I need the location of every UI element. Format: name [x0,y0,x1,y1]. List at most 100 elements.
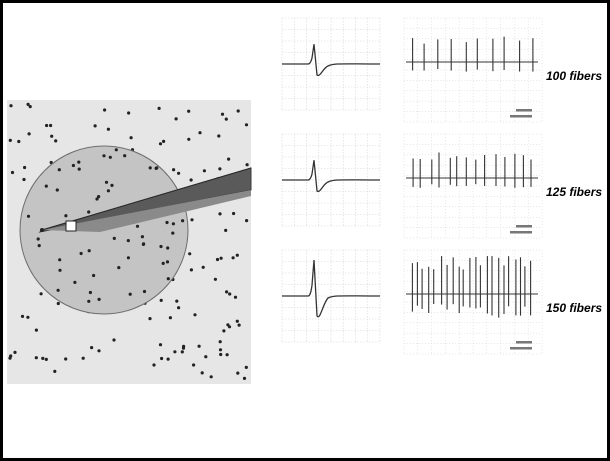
fiber-dot [158,343,163,347]
fiber-dot [28,105,32,109]
needle-tip-dot [40,228,44,232]
fiber-dot [9,354,13,358]
fiber-dot [232,211,236,216]
fiber-dot [97,297,101,301]
fiber-dot [148,317,152,321]
fiber-dot [204,355,208,359]
fiber-dot [165,260,170,264]
fiber-dot [174,117,178,121]
fiber-dot [103,108,107,112]
fiber-count-label: 100 fibers [546,69,603,83]
fiber-dot [159,244,163,249]
fiber-dot [152,363,156,367]
fiber-dot [34,356,38,360]
fiber-dot [157,106,161,110]
fiber-dot [220,112,225,116]
fiber-dot [112,338,116,342]
fiber-dot [165,220,169,225]
fiber-dot [44,184,48,188]
fiber-dot [64,357,68,361]
fiber-dot [190,218,194,222]
fiber-dot [90,346,94,350]
fiber-dot [104,180,109,184]
fiber-dot [225,290,229,294]
fiber-dot [140,235,144,239]
fiber-dot [95,197,99,201]
fiber-dot [142,242,146,246]
fiber-dot [237,323,241,327]
fiber-dot [181,346,186,350]
raw-recording-panel [403,249,543,355]
fiber-dot [126,239,130,243]
fiber-dot [53,369,57,373]
fiber-dot [245,219,249,223]
recording-row [281,133,543,239]
raw-recording-panel [403,133,543,239]
fiber-dot [58,258,62,262]
fiber-dot [226,323,230,327]
fiber-dot [242,376,247,380]
fiber-dot [166,246,170,250]
fiber-dot [135,224,140,228]
fiber-dot [148,166,152,170]
fiber-dot [202,169,206,173]
fiber-dot [175,299,179,303]
fiber-dot [177,171,181,175]
fiber-dot [77,167,81,171]
scale-annotation [510,225,532,234]
fiber-dot [201,265,205,269]
fiber-dot [23,165,27,170]
fiber-dot [102,154,106,158]
fiber-dot [166,357,170,361]
fiber-dot [79,251,83,256]
fiber-dot [9,104,13,108]
scale-annotation [510,341,532,350]
fiber-dot [13,350,17,354]
fiber-field-illustration [7,100,252,384]
fiber-dot [71,163,75,168]
fiber-dot [123,154,127,158]
fiber-dot [217,134,221,138]
recording-row [281,17,543,123]
fiber-dot [180,350,184,354]
fiber-dot [166,277,170,281]
fiber-dot [110,183,114,187]
fiber-dot [218,348,223,352]
fiber-dot [187,109,191,113]
fiber-dot [177,306,181,310]
fiber-dot [93,124,97,128]
fiber-dot [219,256,223,260]
fiber-dot [44,357,48,361]
fiber-dot [106,189,110,193]
fiber-dot [225,353,229,357]
fiber-dot [236,109,240,113]
fiber-dot [87,249,91,253]
fiber-dot [41,356,45,360]
fiber-dots [8,102,249,380]
fiber-dot [45,123,49,128]
fiber-dot [73,280,77,284]
fiber-count-label: 150 fibers [546,301,603,315]
fiber-dot [128,292,132,296]
fiber-dot [224,228,228,232]
fiber-dot [160,356,164,361]
fiber-dot [142,289,147,294]
fiber-dot [161,261,165,265]
fiber-dot [245,163,249,167]
fiber-dot [172,168,176,172]
fiber-dot [189,178,193,182]
fiber-dot [189,268,193,272]
fiber-dot [97,195,101,199]
fiber-dot [17,139,21,144]
raw-recording-panel [403,17,543,123]
fiber-dot [227,157,231,161]
fiber-dot [126,256,130,260]
fiber-dot [187,137,191,141]
fiber-dot [56,301,60,306]
fiber-dot [27,132,31,136]
fiber-dot [159,298,163,302]
fiber-dot [235,253,239,257]
fiber-dot [26,315,30,319]
fiber-dot [55,188,59,192]
